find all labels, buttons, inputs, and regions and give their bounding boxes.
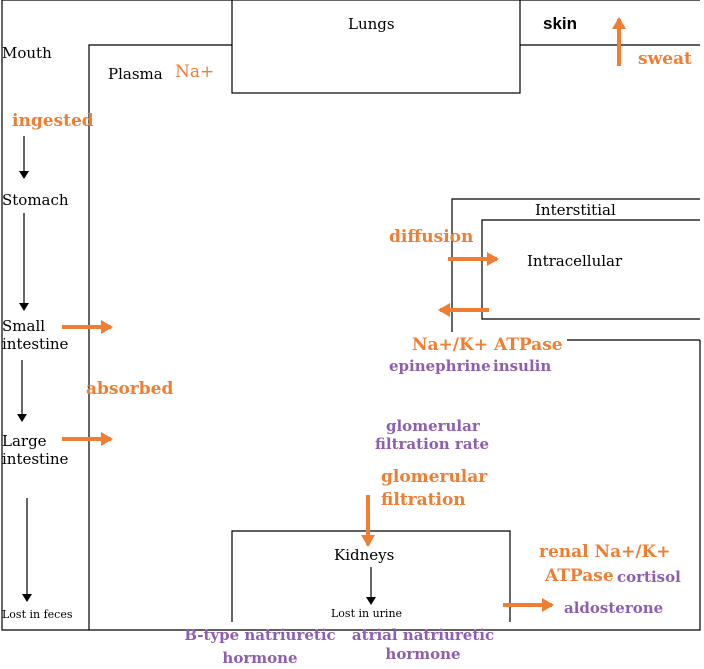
interstitial-label: Interstitial: [535, 201, 616, 219]
glomerular-filtration-rate-label-line1: glomerular: [386, 417, 480, 435]
plasma-label: Plasma: [108, 65, 163, 83]
bnp-label-line2: hormone: [222, 649, 298, 667]
absorbed-label: absorbed: [86, 379, 174, 399]
stomach-label: Stomach: [2, 191, 69, 209]
na-k-atpase-label: Na+/K+ ATPase: [412, 335, 563, 355]
interstitial-box: [451, 198, 700, 332]
lungs-box: [231, 0, 521, 94]
insulin-label: insulin: [493, 357, 552, 375]
cortisol-label: cortisol: [617, 568, 681, 586]
aldosterone-label: aldosterone: [564, 599, 664, 617]
lost-in-feces-label: Lost in feces: [2, 608, 73, 621]
ingested-label: ingested: [12, 111, 94, 131]
renal-atpase-label-line2: ATPase: [545, 566, 614, 586]
kidneys-box: [231, 530, 511, 622]
large-intestine-label-line2: intestine: [2, 450, 69, 468]
skin-label: skin: [543, 14, 578, 33]
outer-frame: [1, 0, 701, 631]
diffusion-label: diffusion: [389, 227, 474, 247]
bnp-label-line1: B-type natriuretic: [184, 626, 336, 644]
large-intestine-label-line1: Large: [2, 432, 47, 450]
intracellular-box: [481, 219, 700, 320]
anp-label-line1: atrial natriuretic: [351, 626, 495, 644]
lungs-label: Lungs: [348, 15, 395, 33]
small-intestine-label-line2: intestine: [2, 335, 69, 353]
kidneys-label: Kidneys: [334, 546, 395, 564]
mouth-label: Mouth: [2, 44, 52, 62]
epinephrine-label: epinephrine: [389, 357, 491, 375]
glomerular-filtration-rate-label-line2: filtration rate: [375, 435, 490, 453]
glomerular-filtration-label-line1: glomerular: [381, 467, 488, 487]
glomerular-filtration-label-line2: filtration: [381, 490, 466, 510]
sweat-label: sweat: [638, 49, 692, 69]
anp-label-line2: hormone: [385, 645, 461, 663]
renal-atpase-label-line1: renal Na+/K+: [539, 542, 671, 562]
lost-in-urine-label: Lost in urine: [331, 607, 403, 620]
plasma-compartment-border: [88, 44, 232, 630]
small-intestine-label-line1: Small: [2, 317, 46, 335]
plasma-na-label: Na+: [175, 62, 215, 82]
intracellular-label: Intracellular: [527, 252, 623, 270]
